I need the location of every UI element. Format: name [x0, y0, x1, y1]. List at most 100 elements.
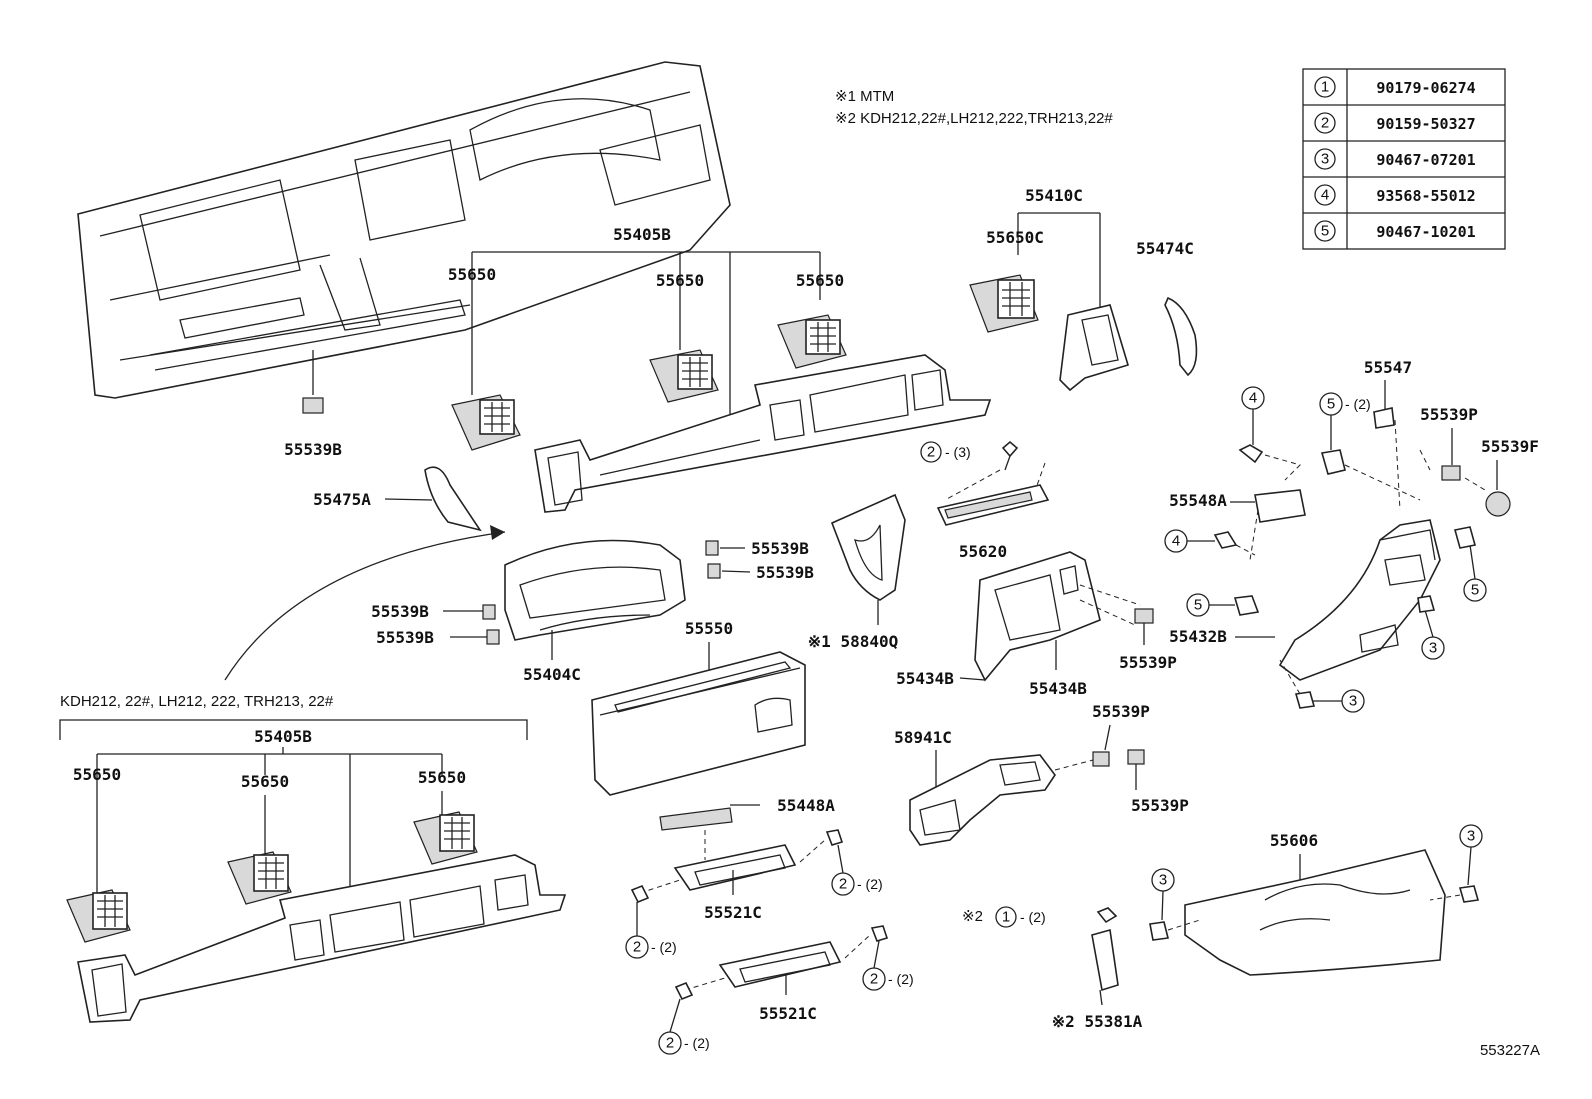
circle-4-b: 4 [1172, 533, 1180, 550]
qty-2-2-a: - (2) [857, 876, 883, 892]
legend-num-5: 5 [1321, 223, 1329, 240]
label-55539B-4: 55539B [376, 628, 434, 647]
legend-part-2: 90159-50327 [1376, 115, 1475, 133]
part-55547 [1373, 407, 1395, 429]
box-55521C-a [673, 844, 797, 891]
legend-part-1: 90179-06274 [1376, 79, 1475, 97]
label-58840Q: ※1 58840Q [808, 632, 898, 651]
lower-panel-55432B [1278, 519, 1441, 681]
legend-num-4: 4 [1321, 187, 1329, 204]
clip-55539B-top [302, 397, 324, 414]
label-55547: 55547 [1364, 358, 1412, 377]
label-55521C-b: 55521C [759, 1004, 817, 1023]
part-55539F [1485, 491, 1511, 517]
label-55539F: 55539F [1481, 437, 1539, 456]
cluster-hood-55404C [504, 539, 686, 641]
box-55521C-b [718, 941, 842, 988]
register-vent-e [227, 851, 292, 905]
center-cluster-panel-lower [77, 854, 567, 1023]
part-55448A [659, 807, 733, 831]
label-55381A: ※2 55381A [1052, 1012, 1143, 1031]
circle-2-e: 2 [666, 1035, 674, 1052]
note-models: ※2 KDH212,22#,LH212,222,TRH213,22# [835, 110, 1113, 127]
qty-2-3: - (3) [945, 444, 971, 460]
note-mtm: ※1 MTM [835, 88, 894, 105]
legend-table: 1 2 3 4 5 90179-06274 90159-50327 90467-… [1302, 68, 1506, 250]
drawing-number: 553227A [1480, 1042, 1540, 1059]
qty-5-2: - (2) [1345, 396, 1371, 412]
label-55404C: 55404C [523, 665, 581, 684]
label-55521C-a: 55521C [704, 903, 762, 922]
label-55539P-a: 55539P [1119, 653, 1177, 672]
qty-1-2: - (2) [1020, 909, 1046, 925]
label-55448A: 55448A [777, 796, 835, 815]
arrow-head [490, 525, 505, 540]
circle-5-c: 5 [1471, 582, 1479, 599]
curved-arrow [224, 531, 506, 681]
bracket-55381A [1091, 928, 1119, 992]
label-55539B-3: 55539B [371, 602, 429, 621]
part-55475A [424, 466, 482, 532]
clip-55539B-3 [482, 604, 496, 620]
label-58941C: 58941C [894, 728, 952, 747]
label-55550: 55550 [685, 619, 733, 638]
label-55650-d: 55650 [73, 765, 121, 784]
circle-2-c: 2 [633, 939, 641, 956]
label-55405B: 55405B [613, 225, 671, 244]
circle-2-d: 2 [870, 971, 878, 988]
legend-part-4: 93568-55012 [1376, 187, 1475, 205]
circle-3-d: 3 [1467, 828, 1475, 845]
qty-2-2-b: - (2) [651, 939, 677, 955]
label-55539B-2: 55539B [756, 563, 814, 582]
panel-55410C [1059, 304, 1129, 392]
legend-num-2: 2 [1321, 115, 1329, 132]
label-55650-f: 55650 [418, 768, 466, 787]
bracket-58941C [909, 754, 1056, 846]
register-vent-c [777, 314, 847, 369]
part-55474C [1164, 296, 1198, 377]
circle-2-b: 2 [839, 876, 847, 893]
circle-4-a: 4 [1249, 390, 1257, 407]
legend-part-5: 90467-10201 [1376, 223, 1475, 241]
clip-55539B-1 [705, 540, 719, 556]
part-58840Q [830, 493, 906, 601]
label-55475A: 55475A [313, 490, 371, 509]
variant-note: KDH212, 22#, LH212, 222, TRH213, 22# [60, 693, 334, 710]
circle-1-a: 1 [1002, 909, 1010, 926]
label-55539B-1: 55539B [751, 539, 809, 558]
circle-5-a: 5 [1327, 396, 1335, 413]
qty-2-2-c: - (2) [888, 971, 914, 987]
register-vent-b [649, 349, 719, 403]
label-55650C: 55650C [986, 228, 1044, 247]
label-55650-b: 55650 [656, 271, 704, 290]
label-55650-a: 55650 [448, 265, 496, 284]
label-55539P-c: 55539P [1092, 702, 1150, 721]
circle-3-b: 3 [1349, 693, 1357, 710]
clip-55539P-c [1092, 751, 1110, 767]
label-55434B-a: 55434B [896, 669, 954, 688]
legend-part-3: 90467-07201 [1376, 151, 1475, 169]
mark-2: ※2 [962, 908, 983, 925]
register-vent-f [413, 811, 478, 865]
circle-5-b: 5 [1194, 597, 1202, 614]
label-55650-c: 55650 [796, 271, 844, 290]
legend-num-3: 3 [1321, 151, 1329, 168]
side-panel-55606 [1184, 849, 1446, 976]
clip-55539B-2 [707, 563, 721, 579]
clip-55539P-a [1134, 608, 1154, 624]
label-55548A: 55548A [1169, 491, 1227, 510]
circle-3-c: 3 [1159, 872, 1167, 889]
center-cluster-panel-upper [534, 354, 992, 513]
clip-55539P-d [1127, 749, 1145, 765]
glove-box-55550 [591, 651, 806, 796]
clip-55539P-b [1441, 465, 1461, 481]
label-55405B-lower: 55405B [254, 727, 312, 746]
label-55539P-b: 55539P [1420, 405, 1478, 424]
label-55539P-d: 55539P [1131, 796, 1189, 815]
label-55410C: 55410C [1025, 186, 1083, 205]
label-55432B: 55432B [1169, 627, 1227, 646]
qty-2-2-d: - (2) [684, 1035, 710, 1051]
part-55548A [1254, 489, 1306, 523]
